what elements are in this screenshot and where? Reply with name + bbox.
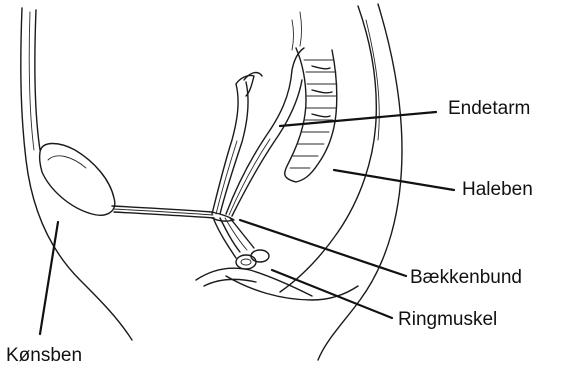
- pubic-bone: [40, 144, 115, 216]
- anal-canal: [214, 218, 254, 258]
- label-baekkenbund: Bækkenbund: [410, 268, 522, 287]
- buttock-outline: [196, 268, 312, 296]
- leader-baekkenbund: [240, 220, 406, 276]
- label-konsben: Kønsben: [6, 346, 82, 365]
- label-endetarm: Endetarm: [448, 99, 530, 118]
- label-ringmuskel: Ringmuskel: [398, 310, 497, 329]
- body-outline-right: [226, 4, 402, 360]
- leader-haleben: [334, 170, 454, 190]
- rectum-canal: [212, 48, 304, 216]
- label-haleben: Haleben: [462, 180, 533, 199]
- anal-sphincter: [236, 250, 269, 269]
- body-outline-left: [21, 8, 132, 340]
- leader-endetarm: [280, 112, 436, 126]
